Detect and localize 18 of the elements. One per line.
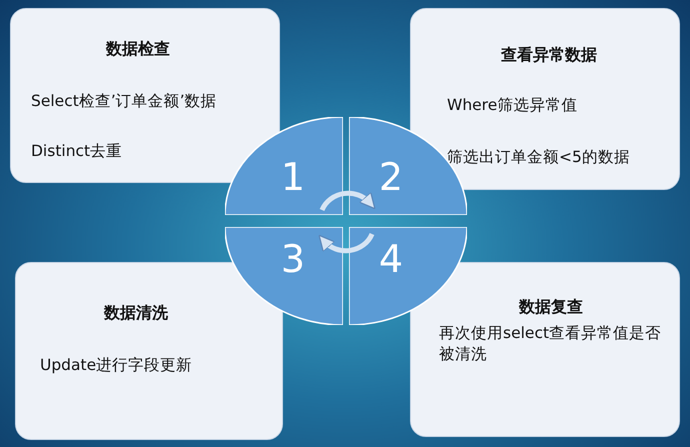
step-card: [10, 8, 280, 183]
step-card: [15, 262, 283, 440]
step-number: 3: [280, 237, 306, 281]
step-card: [410, 262, 680, 437]
step-number: 4: [378, 237, 404, 281]
step-card: [410, 8, 680, 190]
card-text: 再次使用select查看异常值是否被清洗: [439, 323, 662, 365]
step-number: 2: [378, 155, 404, 199]
card-text: 筛选出订单金额<5的数据: [447, 147, 631, 168]
card-text: Where筛选异常值: [447, 95, 578, 116]
step-number: 1: [280, 155, 306, 199]
card-text: Update进行字段更新: [40, 355, 194, 376]
card-text: Select检查’订单金额’数据: [31, 91, 218, 112]
card-title: 数据清洗: [104, 303, 168, 324]
card-title: 数据复查: [519, 297, 583, 318]
card-text: Distinct去重: [31, 141, 124, 162]
card-title: 数据检查: [106, 39, 170, 60]
card-title: 查看异常数据: [501, 45, 597, 66]
